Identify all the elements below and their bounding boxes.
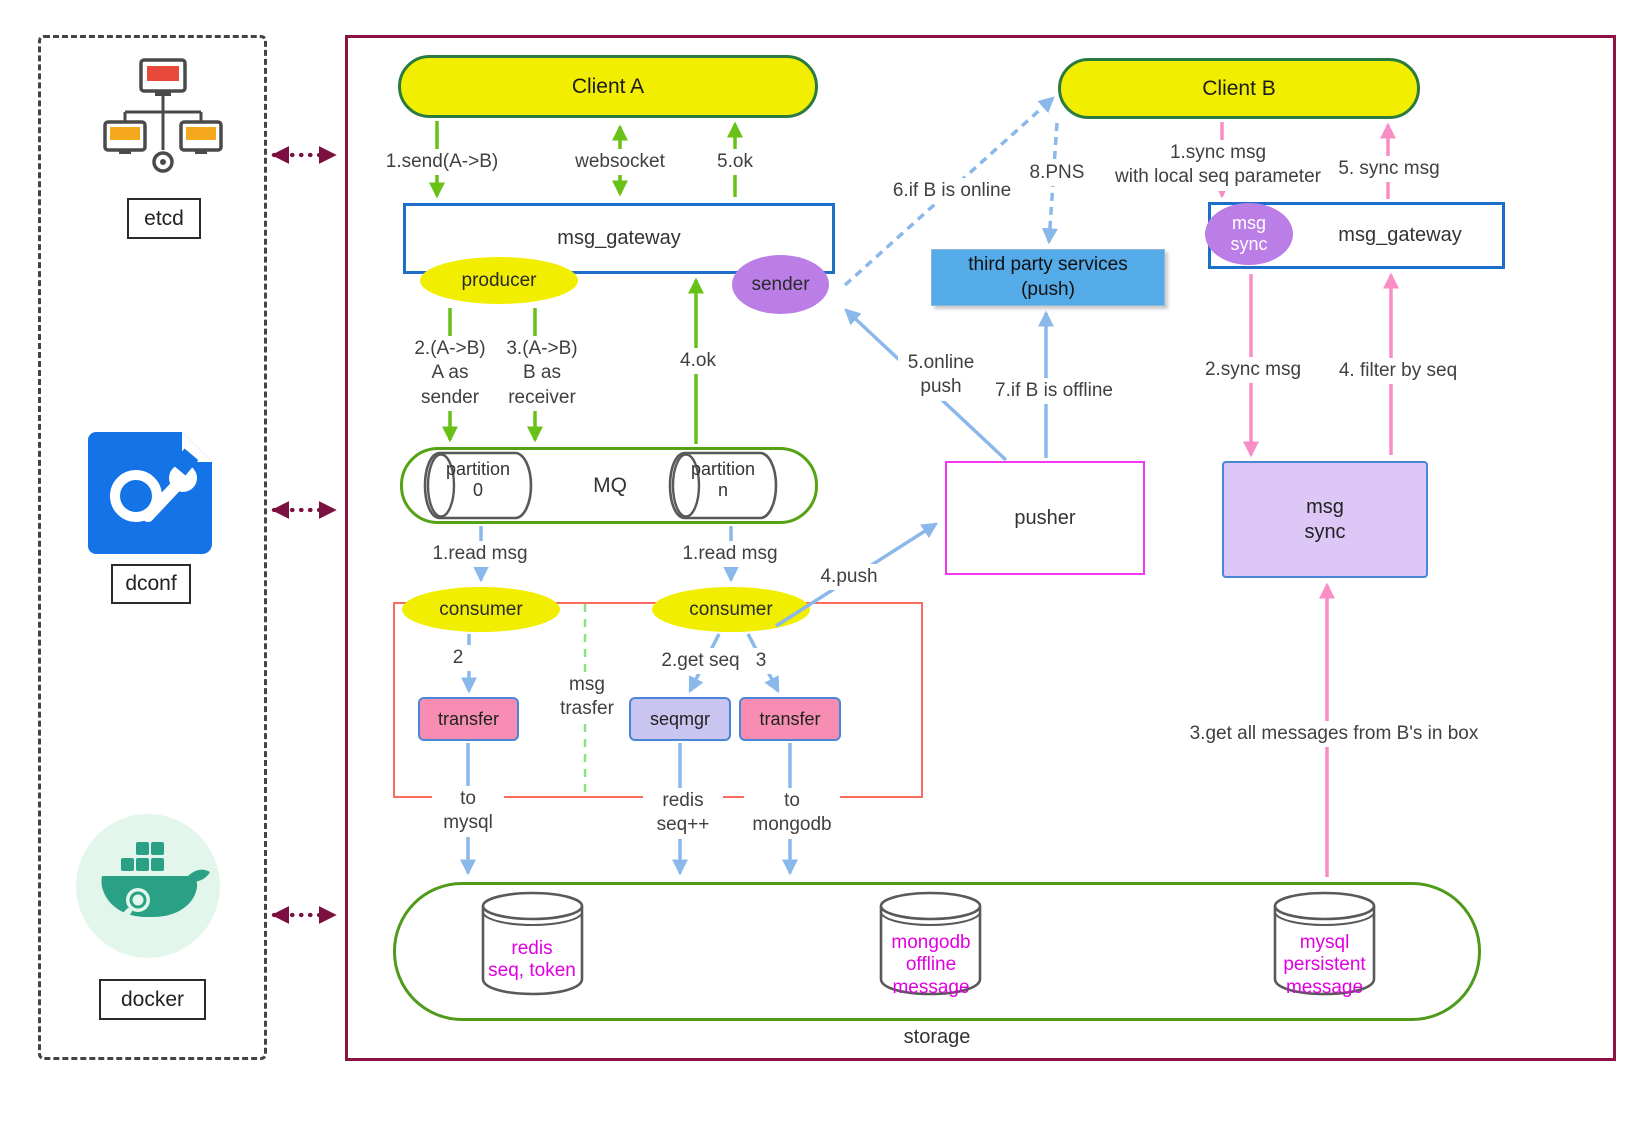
- b-as-receiver-label: 3.(A->B) B as receiver: [492, 336, 592, 411]
- mysql-db-cylinder: [1273, 891, 1376, 996]
- docker-icon: [76, 814, 220, 958]
- send-ab-label: 1.send(A->B): [378, 149, 506, 176]
- step2-label: 2: [443, 645, 473, 672]
- msg-trasfer-label: msg trasfer: [545, 672, 629, 723]
- mq-label: MQ: [593, 473, 627, 497]
- client-a-node: Client A: [398, 55, 818, 118]
- system-frame: [345, 35, 1616, 1061]
- to-mysql-label: to mysql: [432, 786, 504, 837]
- third-party-services-node: third party services (push): [931, 249, 1165, 306]
- sync-msg5-label: 5. sync msg: [1328, 156, 1450, 183]
- consumer-right-ellipse: consumer: [652, 587, 810, 632]
- msg-sync-node: msg sync: [1222, 461, 1428, 578]
- msg-gateway-right-label: msg_gateway: [1338, 224, 1462, 246]
- partition-0-cylinder: [423, 451, 533, 520]
- transfer-left-node: transfer: [418, 697, 519, 741]
- partition-0-label: partition 0: [445, 459, 511, 500]
- client-b-node: Client B: [1058, 58, 1420, 119]
- producer-ellipse: producer: [420, 257, 578, 304]
- partition-n-label: partition n: [690, 459, 756, 500]
- mongodb-db-label: mongodb offline message: [891, 932, 971, 998]
- to-mongodb-label: to mongodb: [744, 788, 840, 839]
- read-msg-left-label: 1.read msg: [420, 541, 540, 568]
- get-all-messages-label: 3.get all messages from B's in box: [1168, 721, 1500, 748]
- redis-db-label: redis seq, token: [488, 938, 576, 982]
- ok4-label: 4.ok: [668, 348, 728, 375]
- msg-sync-ellipse: msg sync: [1205, 203, 1293, 265]
- redis-seq-label: redis seq++: [643, 788, 723, 839]
- read-msg-right-label: 1.read msg: [670, 541, 790, 568]
- dconf-icon: [88, 432, 212, 554]
- if-b-offline-label: 7.if B is offline: [978, 378, 1130, 405]
- a-as-sender-label: 2.(A->B) A as sender: [400, 336, 500, 411]
- step3-label: 3: [748, 648, 774, 675]
- online-push-label: 5.online push: [898, 350, 984, 401]
- websocket-label: websocket: [560, 149, 680, 176]
- transfer-right-node: transfer: [739, 697, 841, 741]
- ok5-label: 5.ok: [705, 149, 765, 176]
- partition-n-cylinder: [668, 451, 778, 520]
- if-b-online-label: 6.if B is online: [876, 178, 1028, 205]
- dconf-label: dconf: [111, 564, 191, 604]
- etcd-cluster-icon: [103, 58, 223, 173]
- pusher-node: pusher: [945, 461, 1145, 575]
- mongodb-db-cylinder: [879, 891, 982, 996]
- mysql-db-label: mysql persistent message: [1283, 932, 1366, 998]
- seqmgr-node: seqmgr: [629, 697, 731, 741]
- pns-label: 8.PNS: [1022, 160, 1092, 187]
- filter-by-seq-label: 4. filter by seq: [1322, 358, 1474, 385]
- consumer-left-ellipse: consumer: [402, 587, 560, 632]
- storage-label: storage: [903, 1026, 971, 1048]
- push4-label: 4.push: [808, 564, 890, 591]
- sync-msg2-label: 2.sync msg: [1198, 357, 1308, 384]
- sender-ellipse: sender: [732, 255, 829, 314]
- etcd-label: etcd: [127, 198, 201, 239]
- redis-db-cylinder: [481, 891, 584, 996]
- sync-msg1-label: 1.sync msg with local seq parameter: [1098, 140, 1338, 191]
- infra-panel-frame: [38, 35, 267, 1060]
- get-seq-label: 2.get seq: [653, 648, 748, 675]
- docker-label: docker: [99, 979, 206, 1020]
